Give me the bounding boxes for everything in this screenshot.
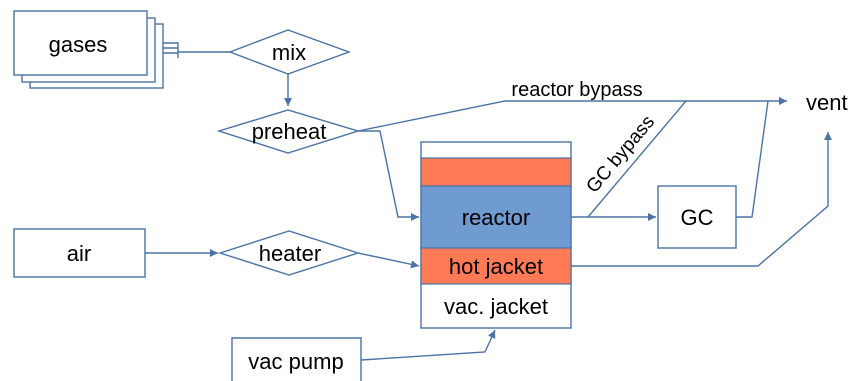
edge-preheat-to-reactor — [358, 130, 419, 221]
heater-label: heater — [259, 241, 321, 266]
gc-box — [657, 185, 737, 249]
edge-heater-to-hotjacket — [357, 252, 420, 269]
reactor-assembly: reactor hot jacket vac. jacket — [420, 141, 572, 329]
reactor-bypass-label: reactor bypass — [511, 79, 642, 101]
edge-reactor-bypass — [357, 97, 787, 132]
reactor-top-jacket — [420, 157, 572, 187]
reactor-label: reactor — [462, 205, 530, 230]
mix-label: mix — [272, 40, 306, 65]
air-label: air — [67, 241, 91, 266]
air-box — [13, 228, 146, 278]
gases-node: gases — [13, 10, 164, 89]
heater-node: heater — [217, 230, 361, 276]
vac-pump-label: vac pump — [248, 349, 343, 374]
air-node: air — [13, 228, 146, 278]
preheat-diamond — [216, 109, 361, 154]
edge-gases-to-mix — [163, 42, 230, 58]
preheat-label: preheat — [252, 119, 327, 144]
gc-node: GC — [657, 185, 737, 249]
edge-gc-to-vent — [736, 100, 769, 218]
vent-label: vent — [806, 90, 848, 115]
gases-label: gases — [49, 32, 108, 57]
edge-vacpump-to-vacjacket — [360, 329, 496, 361]
reactor-core — [420, 185, 572, 249]
vac-jacket-label: vac. jacket — [444, 294, 548, 319]
edges — [145, 42, 832, 361]
gases-box-front — [13, 10, 148, 76]
gc-bypass-label: GC bypass — [583, 112, 659, 197]
heater-diamond — [217, 230, 361, 276]
hot-jacket-label: hot jacket — [449, 254, 543, 279]
hot-jacket — [420, 247, 572, 285]
vac-pump-box — [231, 337, 362, 381]
edge-gc-bypass — [587, 100, 687, 218]
mix-node: mix — [228, 29, 352, 75]
edge-hotjacket-to-vent — [571, 132, 832, 267]
gc-label: GC — [681, 205, 714, 230]
mix-diamond — [228, 29, 352, 75]
preheat-node: preheat — [216, 109, 361, 154]
vac-pump-node: vac pump — [231, 337, 362, 381]
